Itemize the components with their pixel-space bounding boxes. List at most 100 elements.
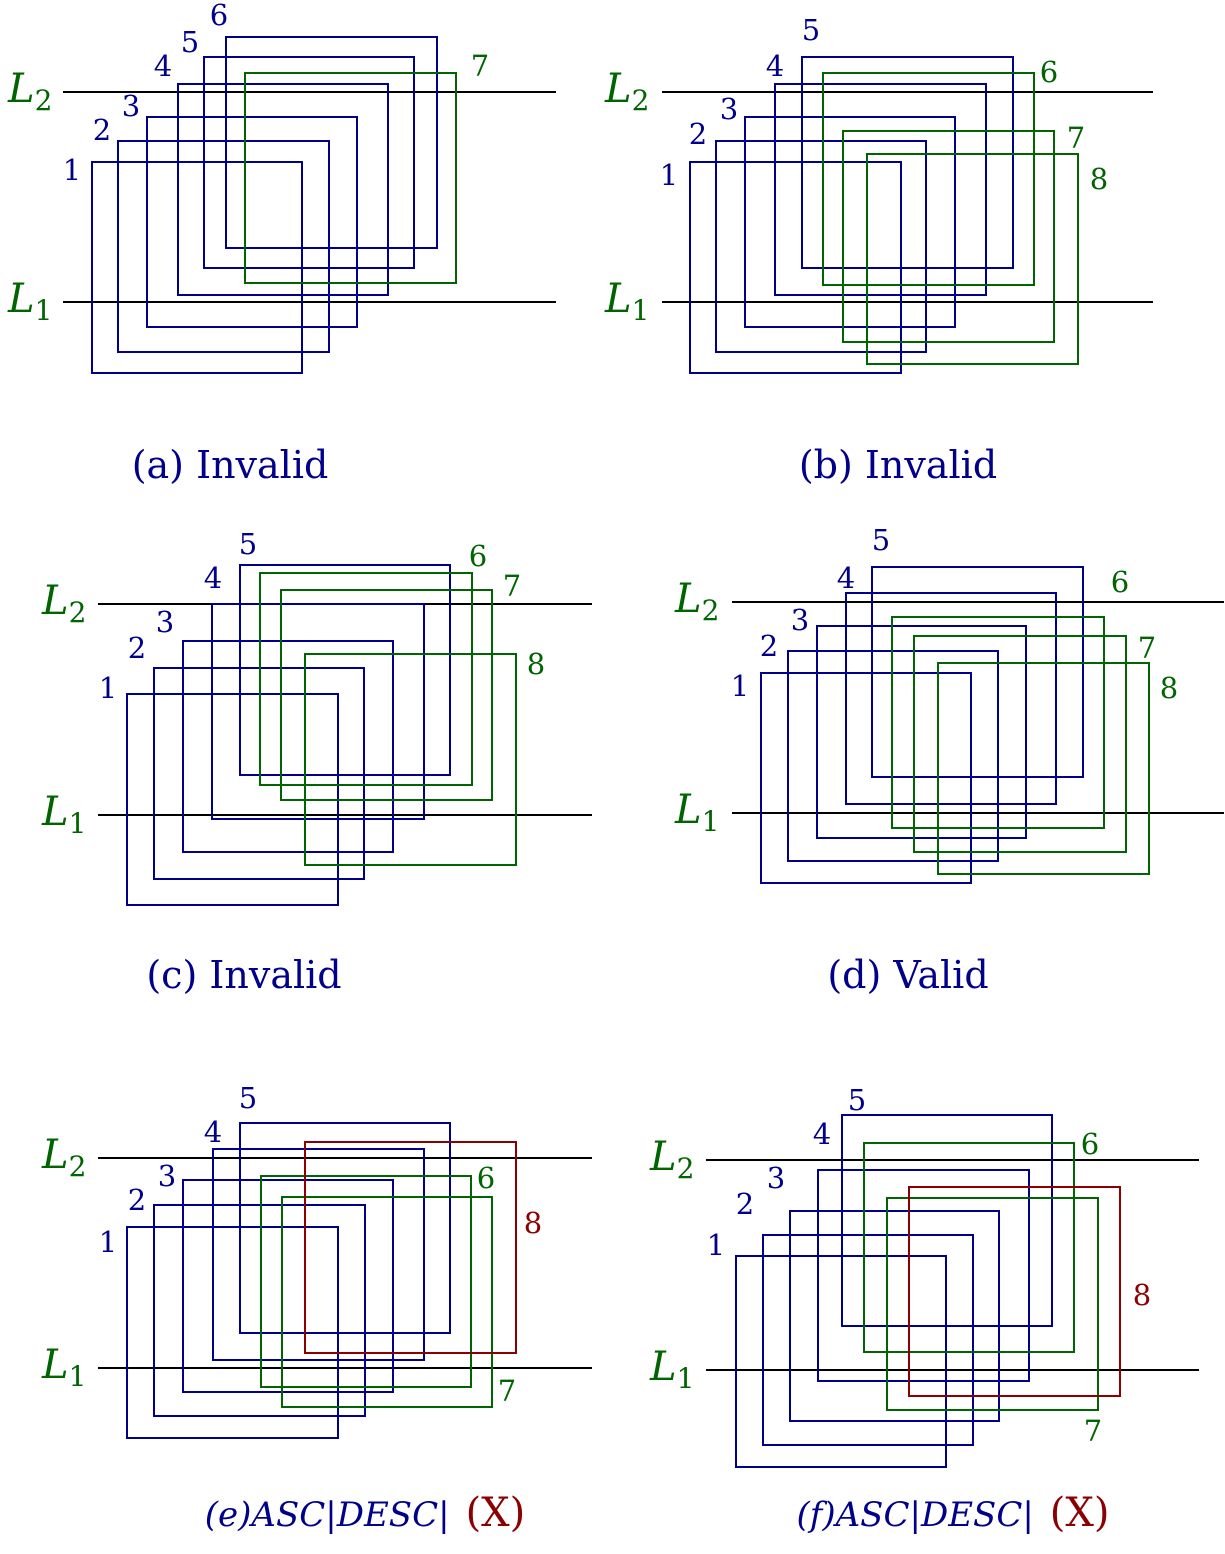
rect-number-1-a: 1 [63,153,81,187]
rect-number-5-b: 5 [802,13,820,47]
rect-2-b [715,140,927,353]
rect-number-3-c: 3 [156,605,174,639]
line-label-l2-f: L2 [649,1134,694,1185]
rect-6-a [225,36,438,249]
rect-7-f [886,1197,1099,1411]
rect-number-6-f: 6 [1081,1127,1099,1161]
line-label-l2-a: L2 [7,66,52,117]
rect-8-f [908,1186,1121,1397]
rect-7-a [244,72,457,284]
line-label-l2-e: L2 [41,1132,86,1183]
line-label-l2-c: L2 [41,578,86,629]
rect-number-6-b: 6 [1040,55,1058,89]
rect-number-2-e: 2 [128,1183,146,1217]
rect-number-2-d: 2 [760,629,778,663]
rect-7-c [280,589,493,801]
rect-number-7-e: 7 [498,1374,516,1408]
rect-number-1-d: 1 [731,669,749,703]
rect-6-f [863,1142,1075,1353]
rect-number-5-c: 5 [239,527,257,561]
rect-number-4-f: 4 [813,1117,831,1151]
rect-number-7-d: 7 [1138,631,1156,665]
rect-4-d [845,592,1057,805]
line-label-l2-b: L2 [604,66,649,117]
rect-7-b [842,130,1055,343]
rect-number-5-e: 5 [239,1081,257,1115]
rect-8-c [304,653,517,866]
rect-5-f [841,1114,1053,1327]
caption-d: (d) Valid [827,953,988,997]
rect-number-5-a: 5 [181,25,199,59]
rect-number-7-a: 7 [471,49,489,83]
rect-5-a [203,56,415,269]
rect-number-4-d: 4 [837,561,855,595]
rect-number-2-f: 2 [736,1187,754,1221]
line-label-l1-a: L1 [7,276,52,327]
rect-3-f [789,1210,1000,1422]
rect-number-8-e: 8 [524,1206,542,1240]
caption-b: (b) Invalid [799,443,997,487]
rect-6-e [260,1175,472,1388]
rect-6-d [891,616,1105,829]
rect-2-f [762,1234,974,1446]
line-label-l1-e: L1 [41,1342,86,1393]
rect-number-8-d: 8 [1160,671,1178,705]
rect-number-5-d: 5 [872,523,890,557]
rect-number-2-a: 2 [93,113,111,147]
rect-4-b [774,83,987,296]
rect-5-d [871,566,1084,778]
rect-number-1-e: 1 [99,1225,117,1259]
rect-number-8-f: 8 [1133,1278,1151,1312]
rect-number-6-d: 6 [1111,565,1129,599]
rect-2-e [153,1204,366,1417]
rect-2-a [117,140,330,353]
rect-number-6-e: 6 [477,1161,495,1195]
rect-number-8-c: 8 [527,647,545,681]
rect-number-1-f: 1 [707,1228,725,1262]
rect-3-e [182,1179,394,1393]
rect-4-c [211,603,425,820]
rect-number-4-c: 4 [204,561,222,595]
rect-number-3-d: 3 [791,603,809,637]
line-label-l1-d: L1 [674,787,719,838]
caption-f: (f)ASC|DESC|(X) [797,1490,1110,1536]
rect-number-5-f: 5 [848,1083,866,1117]
rect-5-b [801,56,1014,269]
rect-number-3-e: 3 [158,1159,176,1193]
rect-number-3-a: 3 [122,89,140,123]
line-label-l1-b: L1 [604,276,649,327]
rect-number-7-b: 7 [1067,121,1085,155]
rect-4-e [212,1148,425,1361]
rect-number-6-a: 6 [210,0,228,32]
rect-6-b [822,72,1035,286]
rect-8-b [866,153,1079,365]
rect-number-4-e: 4 [204,1115,222,1149]
rect-8-e [304,1141,517,1354]
caption-a: (a) Invalid [132,443,329,487]
line-label-l1-f: L1 [649,1344,694,1395]
rect-3-a [146,116,358,328]
rect-number-1-c: 1 [99,671,117,705]
rect-number-3-b: 3 [720,92,738,126]
rect-3-b [744,116,956,328]
rect-5-c [239,564,451,776]
rect-number-7-c: 7 [503,569,521,603]
rect-number-4-a: 4 [154,49,172,83]
caption-e: (e)ASC|DESC|(X) [205,1490,526,1536]
rect-number-7-f: 7 [1084,1414,1102,1448]
rect-7-d [913,635,1127,853]
rect-number-6-c: 6 [469,539,487,573]
line-label-l1-c: L1 [41,789,86,840]
rect-7-e [281,1196,493,1408]
rect-5-e [239,1122,451,1334]
rect-number-4-b: 4 [766,49,784,83]
rect-4-a [177,83,389,296]
rect-6-c [259,572,473,786]
